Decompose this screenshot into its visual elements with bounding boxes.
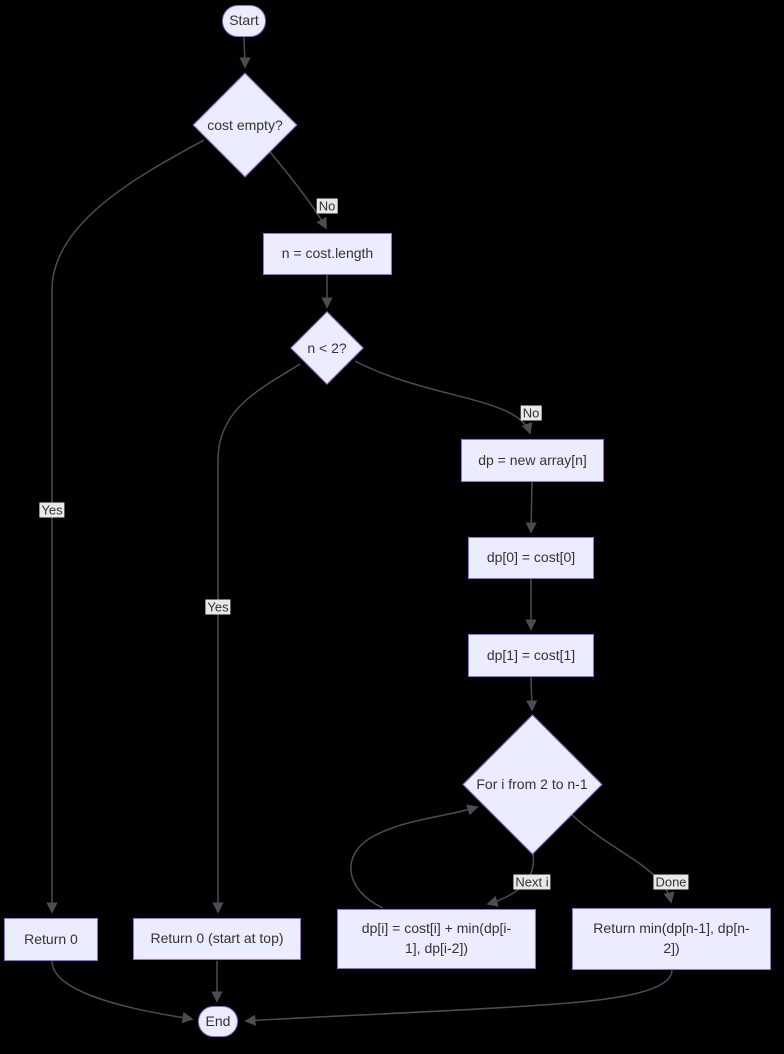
edge-label-yes-2: Yes: [205, 599, 231, 615]
node-dpi-line1: dp[i] = cost[i] + min(dp[i-: [361, 920, 512, 937]
edge-label-next-i: Next i: [513, 874, 551, 890]
edge-return0-to-end: [51, 960, 194, 1024]
node-return-min-label: Return min(dp[n-1], dp[n- 2]): [593, 919, 749, 958]
edge-label-no-1: No: [316, 198, 338, 214]
node-return0-top-label: Return 0 (start at top): [150, 930, 284, 947]
node-n-lt-2-label: n < 2?: [307, 340, 347, 356]
node-return0-label: Return 0: [24, 930, 78, 947]
node-dp1-label: dp[1] = cost[1]: [486, 646, 576, 663]
edge-dpi-loopback: [350, 804, 479, 909]
node-cost-empty-label: cost empty?: [207, 117, 283, 133]
edge-label-no-2: No: [520, 405, 542, 421]
node-dp0: dp[0] = cost[0]: [468, 537, 594, 579]
edge-label-done: Done: [653, 874, 689, 890]
node-start-label: Start: [229, 12, 259, 29]
edge-nlt2-no: [354, 360, 533, 435]
node-end: End: [198, 1006, 238, 1037]
node-dpi: dp[i] = cost[i] + min(dp[i- 1], dp[i-2]): [337, 909, 536, 969]
node-dp-new: dp = new array[n]: [461, 439, 604, 482]
node-return-min: Return min(dp[n-1], dp[n- 2]): [572, 908, 771, 970]
node-for-loop-label: For i from 2 to n-1: [476, 776, 588, 792]
edge-cost-empty-no: [269, 151, 327, 230]
edge-label-yes-1: Yes: [39, 502, 65, 518]
node-return0-top: Return 0 (start at top): [133, 918, 301, 960]
edge-forloop-done: [571, 814, 675, 904]
edge-nlt2-yes: [212, 363, 301, 914]
node-return0: Return 0: [4, 918, 98, 961]
node-dpi-label: dp[i] = cost[i] + min(dp[i- 1], dp[i-2]): [362, 919, 511, 958]
node-n-length-label: n = cost.length: [281, 245, 374, 262]
node-dp1: dp[1] = cost[1]: [468, 634, 594, 677]
edge-cost-empty-yes: [46, 139, 205, 914]
node-n-length: n = cost.length: [263, 233, 392, 275]
edge-dp1-to-forloop: [526, 676, 538, 712]
node-dpi-line2: 1], dp[i-2]): [404, 940, 469, 956]
node-return-min-line1: Return min(dp[n-1], dp[n-: [593, 920, 750, 937]
node-start: Start: [222, 5, 266, 37]
node-dp-new-label: dp = new array[n]: [478, 451, 587, 468]
edge-dpnew-to-dp0: [525, 481, 537, 534]
edge-returnmin-to-end: [244, 969, 673, 1026]
node-end-label: End: [205, 1012, 231, 1029]
node-dp0-label: dp[0] = cost[0]: [486, 549, 576, 566]
edge-start-to-cost-empty: [239, 36, 251, 69]
node-return-min-line2: 2]): [663, 940, 680, 956]
